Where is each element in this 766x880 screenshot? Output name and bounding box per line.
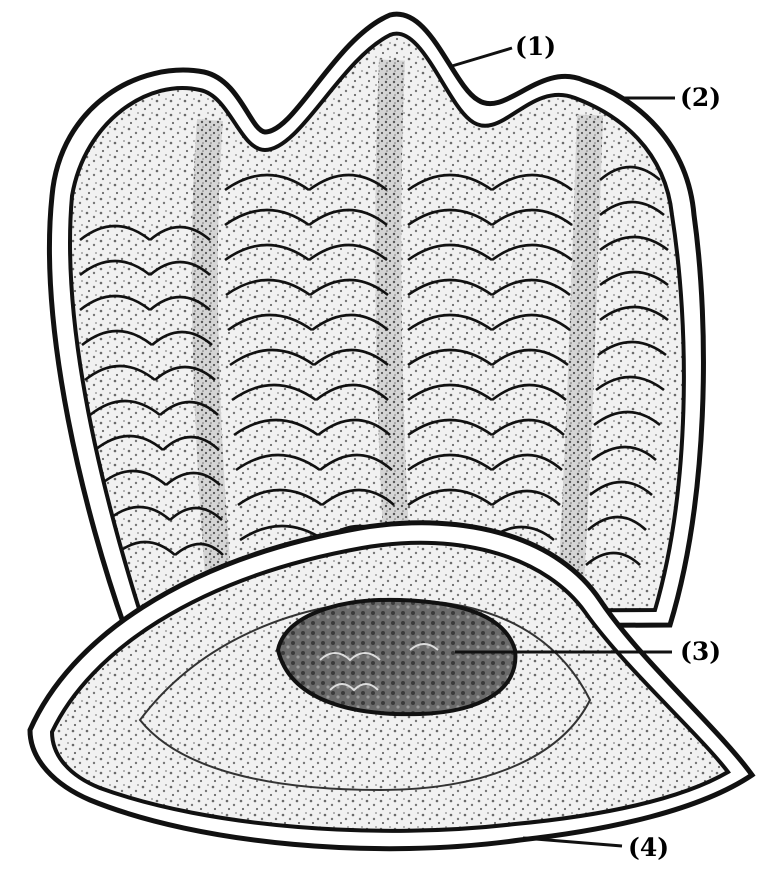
label-1: (1) xyxy=(515,32,556,61)
leader-line-4 xyxy=(523,838,622,846)
pulp-core xyxy=(278,600,515,714)
leader-line-1 xyxy=(452,48,512,66)
label-3: (3) xyxy=(680,637,721,666)
label-2: (2) xyxy=(680,83,721,112)
label-4: (4) xyxy=(628,833,669,862)
